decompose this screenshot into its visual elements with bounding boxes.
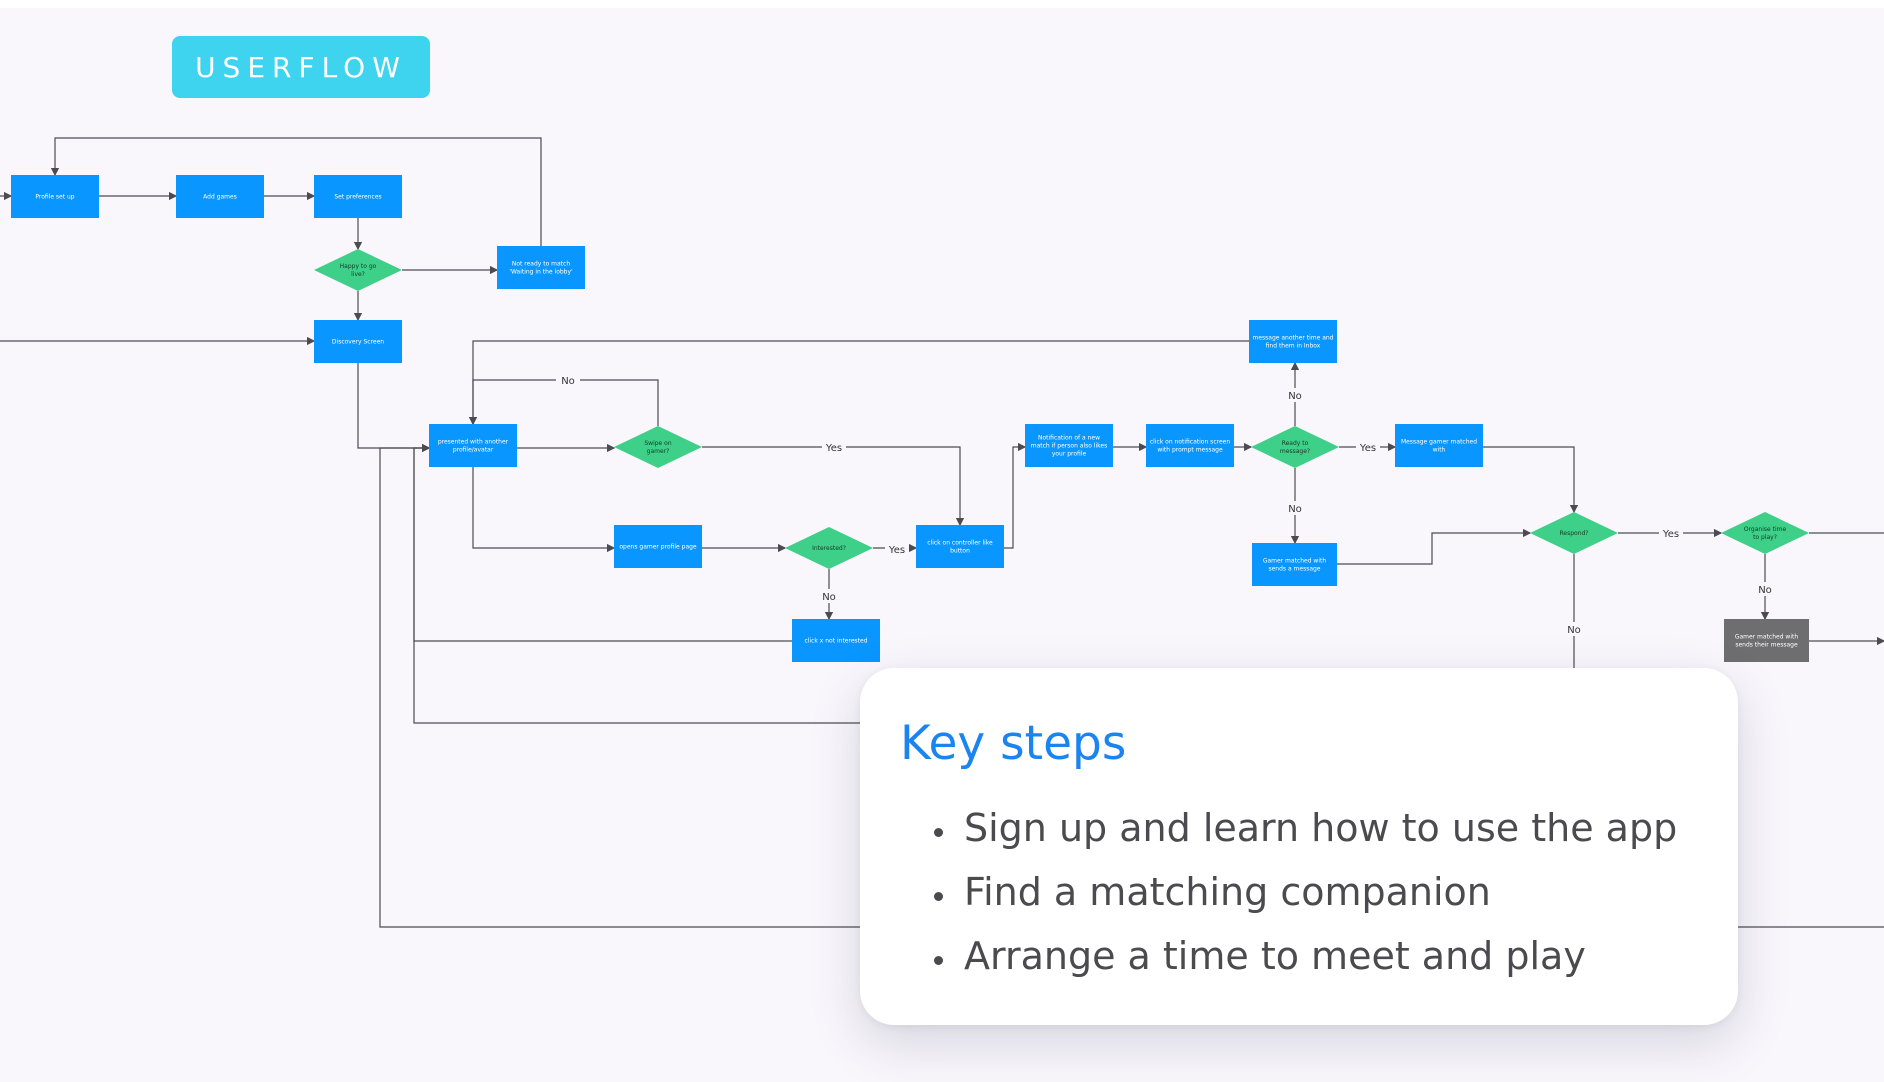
process-node-label: click on controller like <box>927 540 993 547</box>
edge-label-no: No <box>817 589 841 603</box>
key-step-item: Arrange a time to meet and play <box>958 924 1677 988</box>
process-node-label: Message gamer matched <box>1401 439 1477 446</box>
decision-node-label: Ready to <box>1282 440 1309 447</box>
process-node-label: presented with another <box>438 439 509 446</box>
decision-node-label: live? <box>351 271 365 278</box>
flow-connector <box>379 443 860 928</box>
flow-connector <box>413 448 860 724</box>
decision-node-label: Swipe on <box>644 440 671 447</box>
process-node-prefs: Set preferences <box>314 175 402 218</box>
process-node-label: click on notification screen <box>1150 439 1230 446</box>
edge-label-yes: Yes <box>1659 526 1683 540</box>
userflow-diagram: Profile set up Add games Set preferencesNo… <box>0 137 1884 928</box>
edge-label-text: No <box>561 376 575 387</box>
edge-label-no: No <box>1562 622 1586 636</box>
process-node-label: Gamer matched with <box>1735 634 1799 641</box>
flow-connector <box>50 137 542 246</box>
process-node-label: sends a message <box>1268 566 1320 573</box>
userflow-badge: USERFLOW <box>172 36 430 98</box>
key-steps-card: Key steps Sign up and learn how to use t… <box>860 668 1738 1025</box>
edge-label-text: No <box>1758 585 1772 596</box>
process-node-addgames: Add games <box>176 175 264 218</box>
edge-label-no: No <box>556 373 580 387</box>
flow-connector <box>702 446 965 527</box>
decision-node-label: gamer? <box>647 448 670 455</box>
flow-connector <box>413 443 792 642</box>
process-node-label: Set preferences <box>334 194 381 201</box>
edge-label-text: No <box>1288 504 1302 515</box>
process-node-discovery: Discovery Screen <box>314 320 402 363</box>
process-node-label: Gamer matched with <box>1263 558 1327 565</box>
flow-connector <box>357 363 431 453</box>
process-node-label: button <box>950 548 970 555</box>
decision-node-label: to play? <box>1753 534 1777 541</box>
edge-label-text: Yes <box>1359 443 1376 454</box>
process-node-label: click x not interested <box>804 638 867 645</box>
flow-connector <box>472 467 616 553</box>
decision-node-label: Happy to go <box>340 263 377 270</box>
decision-node-label: Interested? <box>812 545 846 552</box>
process-node-label: find them in Inbox <box>1266 343 1321 350</box>
process-node-label: opens gamer profile page <box>619 544 697 551</box>
decision-node-interested: Interested? <box>785 527 873 569</box>
key-step-item: Sign up and learn how to use the app <box>958 796 1677 860</box>
process-node-label: 'Waiting in the lobby' <box>509 269 573 276</box>
edge-label-no: No <box>1283 501 1307 515</box>
flow-connector <box>1004 442 1027 549</box>
process-node-label: match if person also likes <box>1031 443 1108 450</box>
process-node-label: Add games <box>203 194 237 201</box>
process-node-label: Not ready to match <box>512 261 570 268</box>
edge-label-text: No <box>1567 625 1581 636</box>
edge-label-no: No <box>1753 582 1777 596</box>
flow-connector <box>1483 446 1579 514</box>
flow-connector <box>1337 528 1532 565</box>
process-node-opens: opens gamer profile page <box>614 525 702 568</box>
decision-node-label: Respond? <box>1560 530 1589 537</box>
key-step-item: Find a matching companion <box>958 860 1677 924</box>
process-node-label: message another time and <box>1253 335 1334 342</box>
edge-label-text: Yes <box>1662 529 1679 540</box>
process-node-notint: click x not interested <box>792 619 880 662</box>
key-steps-title: Key steps <box>900 716 1127 771</box>
decision-node-respond: Respond? <box>1530 512 1618 554</box>
process-node-label: Notification of a new <box>1038 435 1100 442</box>
process-node-label: sends their message <box>1735 642 1798 649</box>
process-node-label: with <box>1433 447 1446 454</box>
decision-node-label: message? <box>1280 448 1310 455</box>
edge-label-yes: Yes <box>1356 440 1380 454</box>
edge-label-text: Yes <box>825 443 842 454</box>
edge-label-yes: Yes <box>822 440 846 454</box>
edge-label-no: No <box>1283 388 1307 402</box>
edge-label-yes: Yes <box>885 542 909 556</box>
edge-label-text: Yes <box>888 545 905 556</box>
decision-node-label: Organise time <box>1744 526 1787 533</box>
process-node-label: Discovery Screen <box>332 339 384 346</box>
process-node-label: profile/avatar <box>453 447 494 454</box>
edge-label-text: No <box>1288 391 1302 402</box>
process-node-label: your profile <box>1052 451 1087 458</box>
flow-connector <box>468 340 1249 426</box>
edge-label-text: No <box>822 592 836 603</box>
key-steps-list: Sign up and learn how to use the app Fin… <box>918 796 1677 988</box>
process-node-label: Profile set up <box>35 194 74 201</box>
process-node-profile: Profile set up <box>11 175 99 218</box>
process-node-label: with prompt message <box>1157 447 1223 454</box>
process-node-notready: Not ready to match'Waiting in the lobby' <box>497 246 585 289</box>
